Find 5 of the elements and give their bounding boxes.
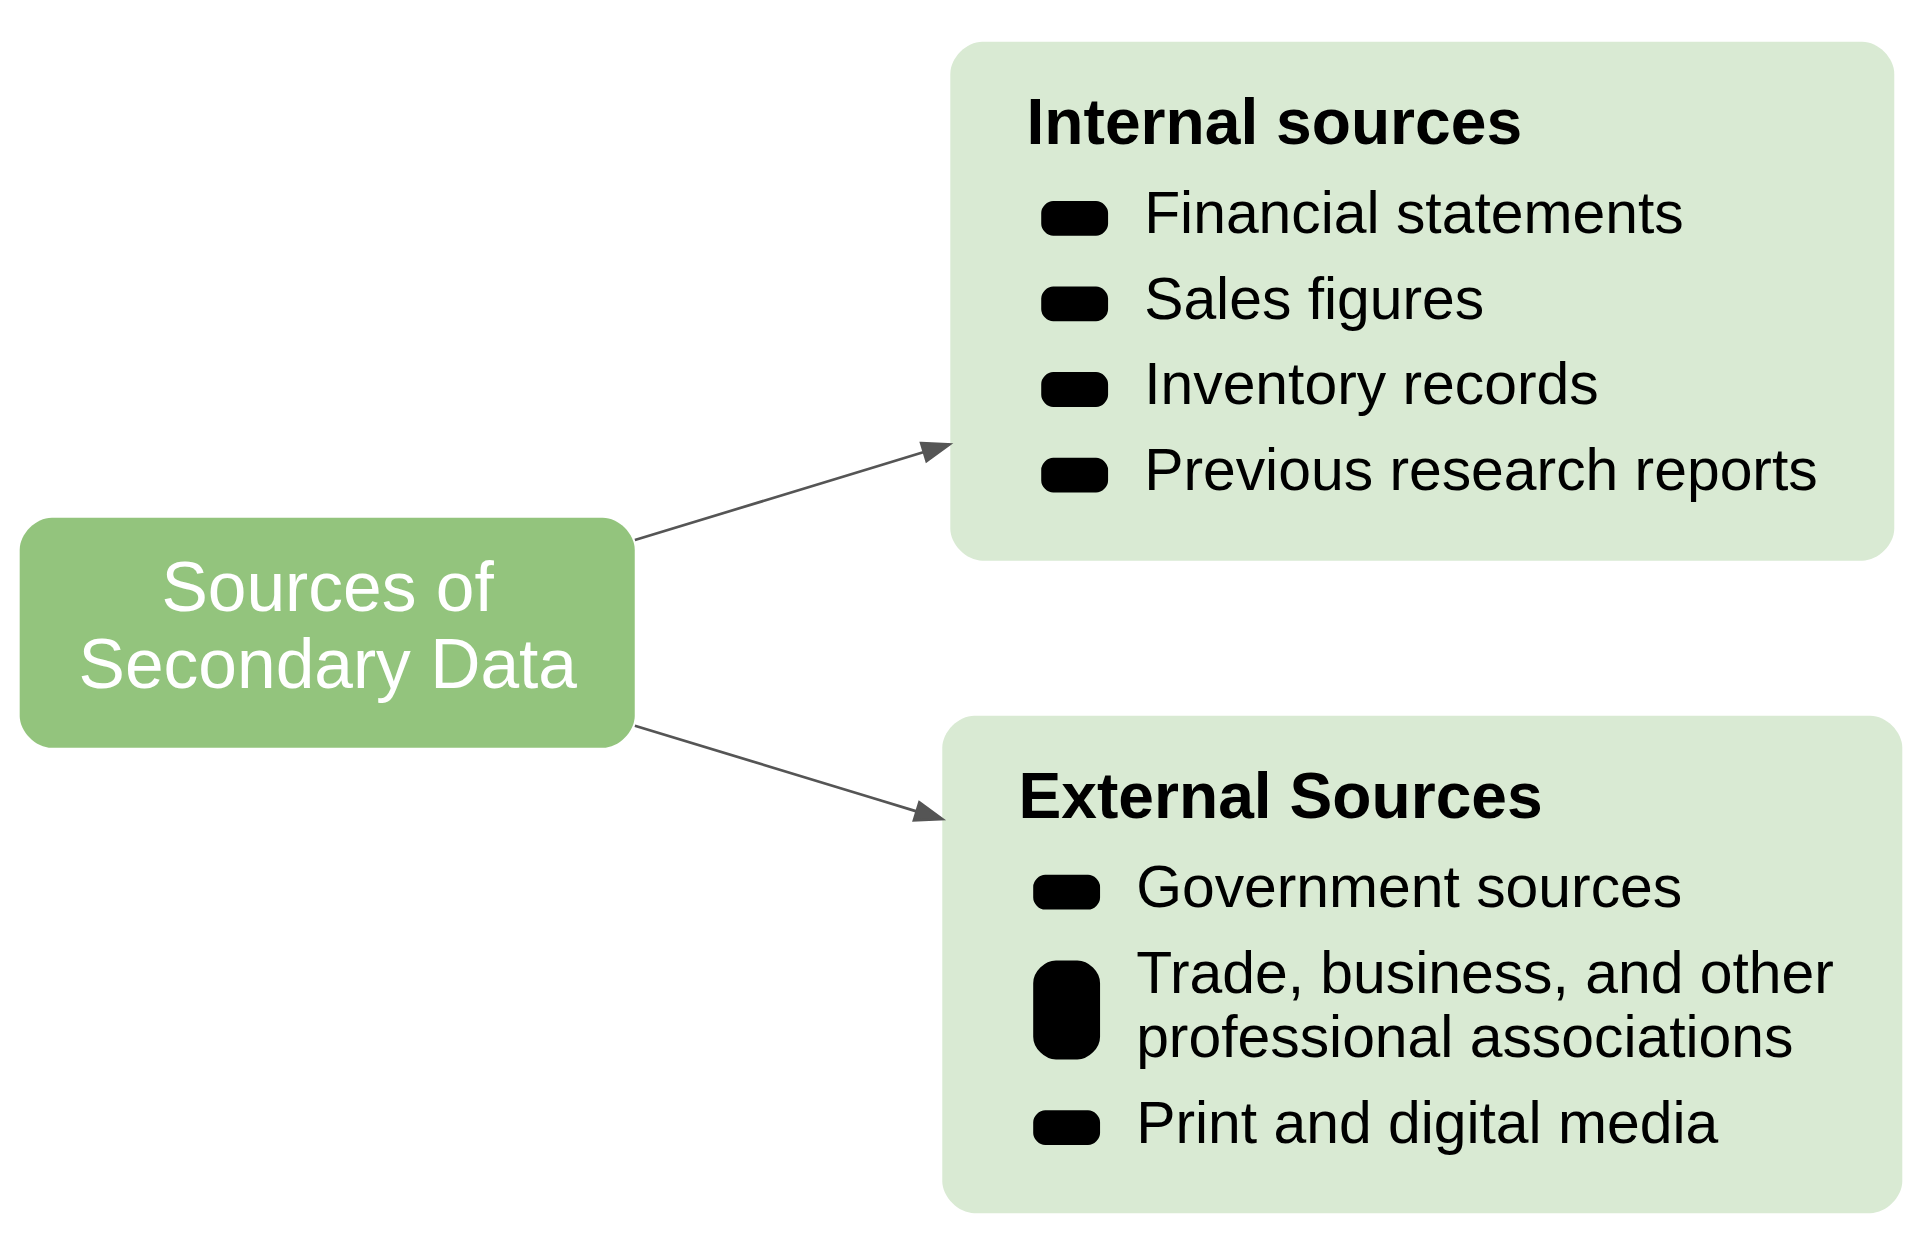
node-box: Sources of Secondary Data	[19, 517, 635, 748]
arrow	[634, 723, 946, 822]
node-box: Internal sources Financial statements Sales figures Inventory records Previous research reports	[949, 41, 1894, 561]
node-box: External Sources Government sources Trade, business, and other professional associations Print and digital media	[941, 715, 1902, 1213]
arrow	[634, 441, 953, 541]
